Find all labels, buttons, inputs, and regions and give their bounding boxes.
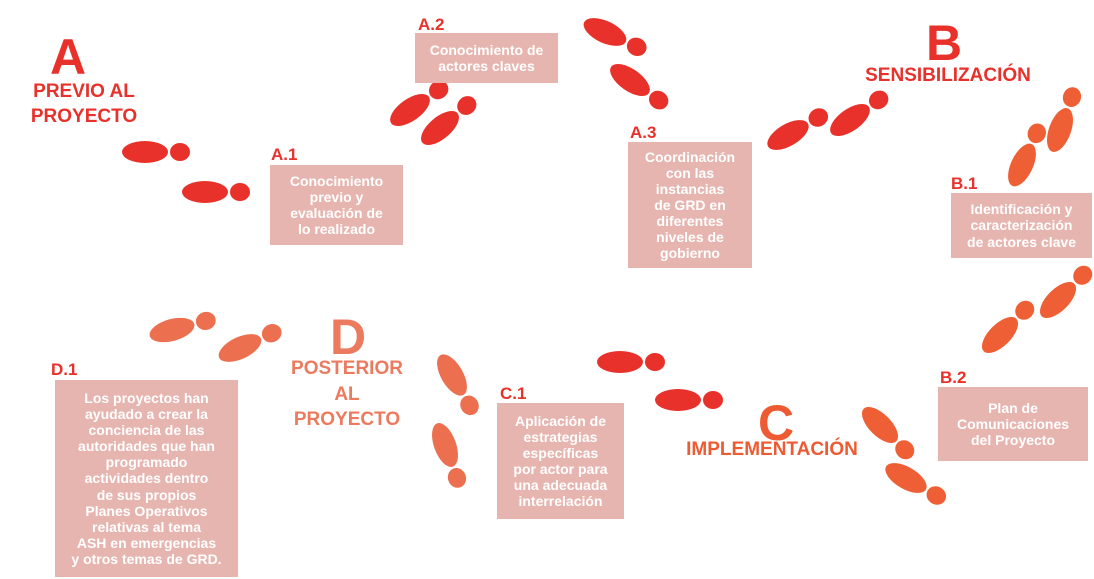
step-d1-box: Los proyectos han ayudado a crear la con… [55, 380, 238, 577]
step-b1-id: B.1 [951, 174, 978, 193]
phase-d-title: POSTERIOR AL PROYECTO [291, 358, 403, 431]
footprint-icon [430, 349, 485, 420]
footprint-icon [122, 141, 190, 163]
step-a1-id: A.1 [271, 145, 298, 164]
footprint-icon [182, 181, 250, 203]
footprint-icon [1002, 119, 1051, 191]
footprint-icon [579, 12, 651, 61]
phase-a-title: PREVIO AL PROYECTO [30, 81, 138, 127]
phase-c-letter: C [757, 395, 795, 451]
step-b2-id: B.2 [940, 368, 967, 387]
footprint-icon [1041, 83, 1086, 156]
step-a2-box: Conocimiento de actores claves [415, 33, 558, 83]
footprint-icon [597, 351, 665, 373]
footprint-icon [824, 85, 894, 143]
footprint-icon [1033, 260, 1094, 325]
step-a2-id: A.2 [418, 15, 445, 34]
footprint-icon [426, 419, 471, 492]
phase-b-title: SENSIBILIZACIÓN [865, 65, 1031, 86]
step-a3-box: Coordinación con las instancias de GRD e… [628, 142, 752, 268]
footprint-icon [655, 389, 723, 411]
footprint-icon [604, 57, 674, 115]
step-c1-box: Aplicación de estrategias específicas po… [497, 403, 624, 519]
step-b2-box: Plan de Comunicaciones del Proyecto [938, 387, 1088, 461]
step-a3-id: A.3 [630, 123, 657, 142]
footprint-icon [975, 295, 1040, 360]
step-b1-box: Identificación y caracterización de acto… [951, 193, 1092, 258]
footprint-icon [762, 102, 833, 157]
phase-c-title: IMPLEMENTACIÓN [686, 439, 858, 460]
footprint-icon [880, 456, 951, 511]
phase-d-letter: D [329, 309, 367, 365]
footprint-icon [146, 307, 219, 347]
step-a1-box: Conocimiento previo y evaluación de lo r… [270, 165, 403, 245]
step-d1-id: D.1 [51, 360, 78, 379]
phase-b-letter: B [925, 15, 963, 71]
step-c1-id: C.1 [500, 384, 527, 403]
phase-a-letter: A [49, 29, 87, 85]
